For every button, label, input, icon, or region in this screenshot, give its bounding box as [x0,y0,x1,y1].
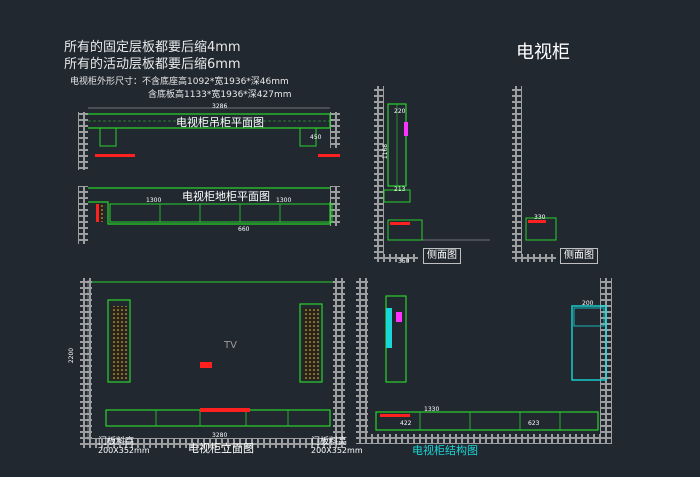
dimension-label: 220 [394,108,406,115]
dimension-label: 3280 [212,432,228,439]
marker [386,308,392,348]
door-note-left: 门板料高 [98,437,135,447]
cabinet-outline [573,307,605,327]
drawing-title: 电视柜 [516,42,570,63]
dimension-label: 1300 [276,197,292,204]
marker [396,312,402,322]
dimension-label: 2200 [68,347,76,364]
dimension-label: 330 [534,214,546,221]
dimension-label: 422 [400,420,412,427]
wall-segment [80,438,345,448]
hanging-plan-view [78,107,340,170]
cabinet-outline [571,305,607,381]
side-view-1-title: 侧面图 [423,248,461,264]
wall-segment [333,278,345,438]
marker [380,414,410,417]
door-note-right: 门板料高 [311,437,348,447]
wall-segment [374,254,418,262]
door-panel-left [111,306,127,380]
wall-segment [512,254,556,262]
elevation-title: 电视柜立面图 [188,442,254,455]
grain-panel [96,204,104,222]
note-movable-shelves: 所有的活动层板都要后缩6mm [64,57,241,72]
side-view-1 [374,86,490,262]
cabinet-outline [299,128,317,147]
marker [390,222,410,225]
elevation-view [80,278,345,448]
marker [318,154,340,157]
door-size-left: 200X352mm [98,446,150,455]
cabinet-outline [387,219,423,241]
wall-segment [374,86,384,254]
door-panel-right [303,308,319,380]
marker [404,122,408,136]
cabinet-outline [99,128,117,147]
cabinet-outline [383,189,411,203]
structure-view [356,278,612,444]
wall-segment [330,186,340,226]
cabinet-outline [375,411,599,431]
wall-segment [78,112,88,170]
dimension-label: 1330 [424,406,440,413]
dimension-label: 623 [528,420,540,427]
floor-plan-title: 电视柜地柜平面图 [182,190,270,203]
door-size-right: 200X352mm [311,446,363,455]
wall-segment [512,86,522,254]
wall-segment [78,186,88,244]
note-fixed-shelves: 所有的固定层板都要后缩4mm [64,40,241,55]
cabinet-outline [299,303,323,383]
dimension-label: 200 [582,300,594,307]
cabinet-outline [525,217,557,241]
marker [96,204,99,222]
wall-segment [80,278,92,438]
dimension-label: 1300 [146,197,162,204]
note-dimensions-without-base: 电视柜外形尺寸：不含底座高1092*宽1936*深46mm [70,77,289,87]
cabinet-outline [107,299,131,383]
hanging-plan-title: 电视柜吊柜平面图 [176,116,264,129]
side-view-2-title: 侧面图 [560,248,598,264]
floor-plan-view [78,186,340,244]
side-view-2 [512,86,557,262]
dimension-label: 1168 [382,143,390,160]
marker [528,220,546,223]
wall-segment [356,278,368,440]
cabinet-outline [109,203,333,223]
cabinet-outline [88,201,331,225]
marker [200,408,250,412]
dimension-label: 660 [238,226,250,233]
tv-label: TV [224,340,237,351]
dimension-label: 450 [310,134,322,141]
dimension-label: 350 [398,258,410,265]
cabinet-outline [105,409,331,427]
marker [95,154,135,157]
note-dimensions-with-base: 含底板高1133*宽1936*深427mm [148,90,292,100]
wall-segment [356,434,612,444]
wall-segment [330,112,340,148]
dimension-label: 213 [394,186,406,193]
structure-title: 电视柜结构图 [412,444,478,457]
marker [200,362,212,368]
dimension-label: 3286 [212,103,228,110]
